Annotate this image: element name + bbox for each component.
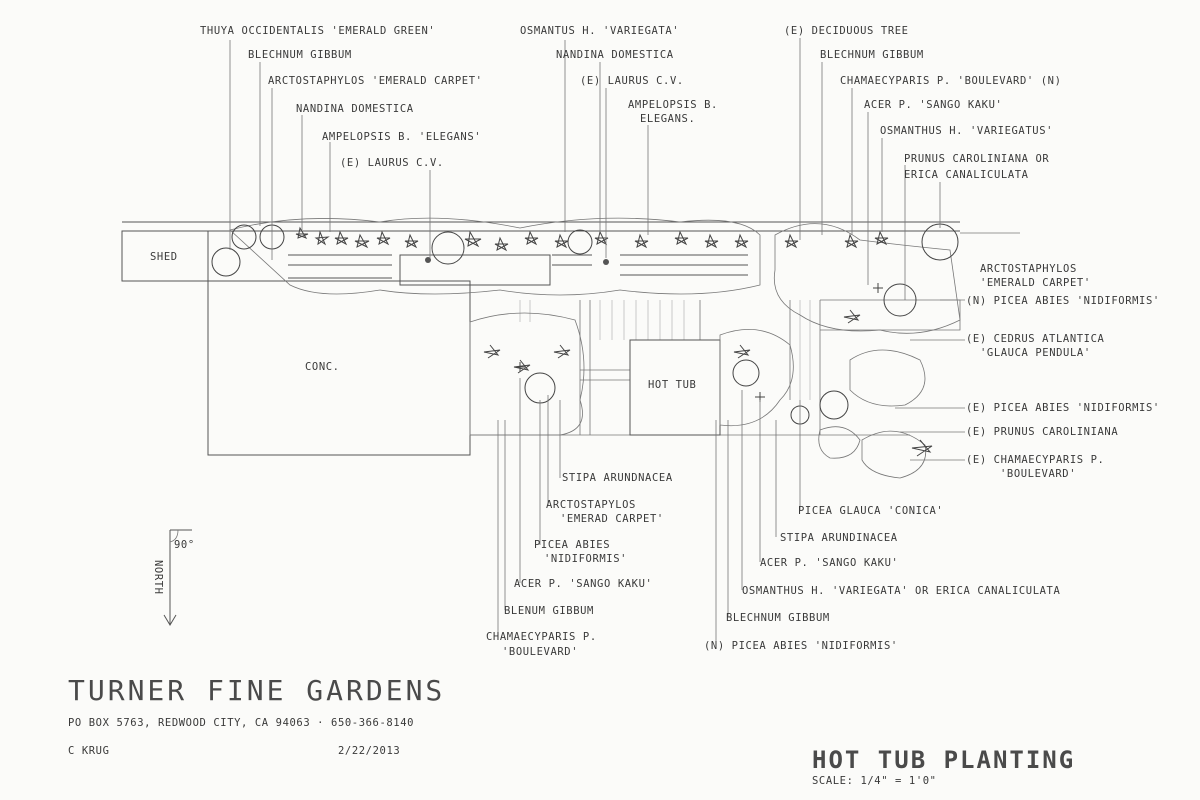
north-arrow: 90° NORTH [152,529,195,626]
label-ampelopsis-2a: AMPELOPSIS B. [628,99,718,111]
label-stipa-2: STIPA ARUNDINACEA [780,532,898,544]
label-blechnum-3: BLECHNUM GIBBUM [726,612,830,624]
label-picea-1: (N) PICEA ABIES 'NIDIFORMIS' [966,295,1160,307]
label-ampelopsis-2b: ELEGANS. [640,113,695,125]
label-stipa-1: STIPA ARUNDNACEA [562,472,673,484]
label-acer-1: ACER P. 'SANGO KAKU' [864,99,1002,111]
label-blechnum-2: BLECHNUM GIBBUM [820,49,924,61]
label-arctostaphylos-2b: 'EMERALD CARPET' [980,277,1091,289]
label-deciduous: (E) DECIDUOUS TREE [784,25,909,37]
conc-label: CONC. [305,361,340,373]
label-chamaecyparis-3a: CHAMAECYPARIS P. [486,631,597,643]
company-address: PO BOX 5763, REDWOOD CITY, CA 94063 · 65… [68,717,414,729]
label-picea-3a: PICEA ABIES [534,539,610,551]
label-picea-glauca: PICEA GLAUCA 'CONICA' [798,505,943,517]
label-osmantus-1: OSMANTUS H. 'VARIEGATA' [520,25,679,37]
shed-label: SHED [150,251,178,263]
label-chamaecyparis-2b: 'BOULEVARD' [1000,468,1076,480]
drawing-title: HOT TUB PLANTING [812,746,1075,774]
north-label: NORTH [152,560,164,595]
label-blenum: BLENUM GIBBUM [504,605,594,617]
label-acer-3: ACER P. 'SANGO KAKU' [760,557,898,569]
label-chamaecyparis-2a: (E) CHAMAECYPARIS P. [966,454,1104,466]
label-arctostaphylos-1: ARCTOSTAPHYLOS 'EMERALD CARPET' [268,75,483,87]
label-nandina-1: NANDINA DOMESTICA [296,103,414,115]
label-chamaecyparis-3b: 'BOULEVARD' [502,646,578,658]
company-name: TURNER FINE GARDENS [68,674,445,707]
label-arctostaphylos-3b: 'EMERAD CARPET' [560,513,664,525]
label-picea-2: (E) PICEA ABIES 'NIDIFORMIS' [966,402,1160,414]
label-arctostaphylos-3a: ARCTOSTAPYLOS [546,499,636,511]
label-osmanthus-2: OSMANTHUS H. 'VARIEGATA' OR ERICA CANALI… [742,585,1060,597]
hot-tub-label: HOT TUB [648,379,696,391]
label-prunus-1: PRUNUS CAROLINIANA OR [904,153,1049,165]
label-nandina-2: NANDINA DOMESTICA [556,49,674,61]
shed [121,230,209,282]
label-osmanthus-1: OSMANTHUS H. 'VARIEGATUS' [880,125,1053,137]
label-arctostaphylos-2a: ARCTOSTAPHYLOS [980,263,1077,275]
label-erica-1: ERICA CANALICULATA [904,169,1029,181]
label-cedrus-b: 'GLAUCA PENDULA' [980,347,1091,359]
drawing-date: 2/22/2013 [338,745,400,757]
label-ampelopsis-1: AMPELOPSIS B. 'ELEGANS' [322,131,481,143]
drawing-scale: SCALE: 1/4" = 1'0" [812,775,937,787]
label-picea-3b: 'NIDIFORMIS' [544,553,627,565]
designer: C KRUG [68,745,110,757]
label-laurus-1: (E) LAURUS C.V. [340,157,444,169]
label-blechnum-1: BLECHNUM GIBBUM [248,49,352,61]
label-picea-4: (N) PICEA ABIES 'NIDIFORMIS' [704,640,898,652]
label-cedrus-a: (E) CEDRUS ATLANTICA [966,333,1105,345]
label-thuya: THUYA OCCIDENTALIS 'EMERALD GREEN' [200,25,435,37]
label-laurus-2: (E) LAURUS C.V. [580,75,684,87]
label-chamaecyparis-1: CHAMAECYPARIS P. 'BOULEVARD' (N) [840,75,1062,87]
label-acer-2: ACER P. 'SANGO KAKU' [514,578,652,590]
north-angle: 90° [174,539,195,551]
label-prunus-2: (E) PRUNUS CAROLINIANA [966,426,1118,438]
